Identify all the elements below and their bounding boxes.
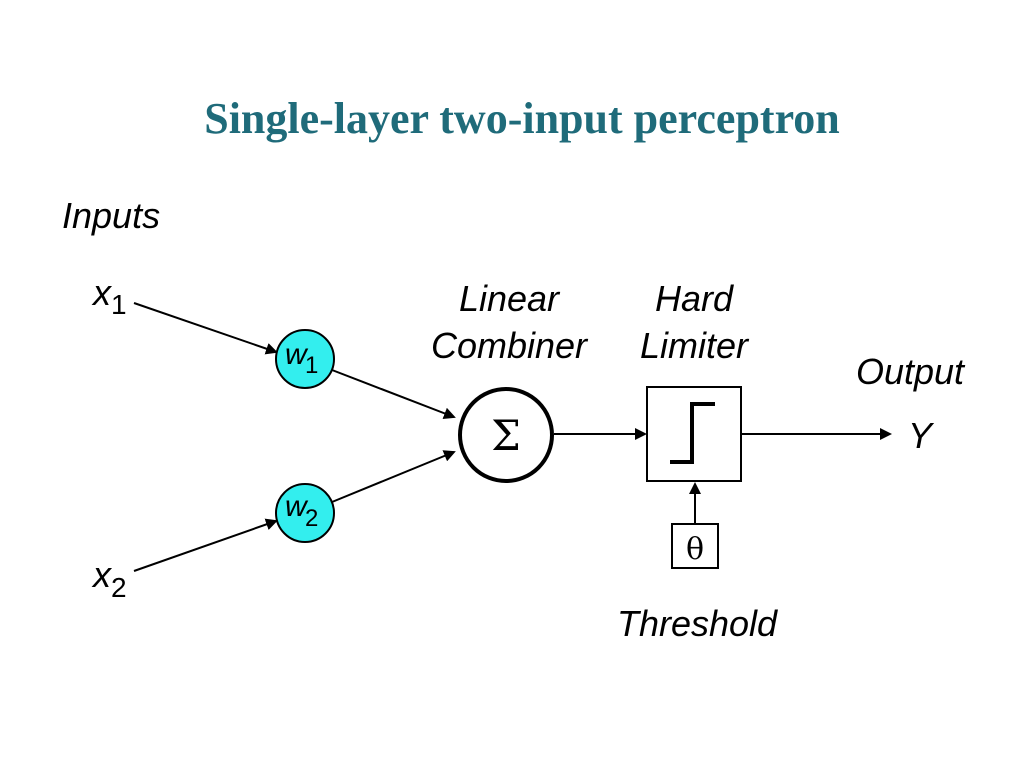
theta-icon: θ [686, 532, 704, 567]
output-symbol: Y [908, 415, 935, 456]
input-x1: x 1 [91, 272, 127, 320]
input-x1-symbol: x [91, 272, 113, 313]
input-x2-subscript: 2 [111, 572, 127, 603]
input-x2-symbol: x [91, 554, 113, 595]
hard-limiter-label-line1: Hard [655, 278, 734, 319]
output-label: Output [856, 351, 966, 392]
hard-limiter-label-line2: Limiter [640, 325, 750, 366]
linear-combiner-label-line1: Linear [459, 278, 561, 319]
arrow-x2-to-w2 [133, 518, 278, 572]
arrow-w2-to-combiner [331, 450, 456, 503]
hard-limiter-block [646, 386, 742, 482]
weight-node-w1-circle [275, 329, 335, 389]
arrow-w1-to-combiner [331, 369, 456, 420]
input-x1-subscript: 1 [111, 289, 127, 320]
sigma-icon: Σ [491, 411, 521, 460]
weight-node-w1: w 1 [275, 329, 335, 389]
weight-w2-symbol: w [285, 490, 309, 523]
linear-combiner-label-line2: Combiner [431, 325, 589, 366]
weight-node-w2: w 2 [275, 483, 335, 543]
summation-node-circle [458, 387, 554, 483]
weight-w2-subscript: 2 [305, 505, 318, 532]
step-function-icon [670, 402, 715, 464]
weight-w1-subscript: 1 [305, 352, 318, 379]
weight-node-w2-circle [275, 483, 335, 543]
input-x2: x 2 [91, 554, 127, 603]
threshold-label: Threshold [617, 603, 778, 644]
weight-w1-symbol: w [285, 338, 309, 371]
page-title: Single-layer two-input perceptron [204, 94, 840, 143]
summation-node: Σ [458, 387, 554, 483]
arrow-x1-to-w1 [133, 302, 278, 355]
threshold-block: θ [671, 523, 719, 569]
inputs-label: Inputs [62, 195, 160, 236]
